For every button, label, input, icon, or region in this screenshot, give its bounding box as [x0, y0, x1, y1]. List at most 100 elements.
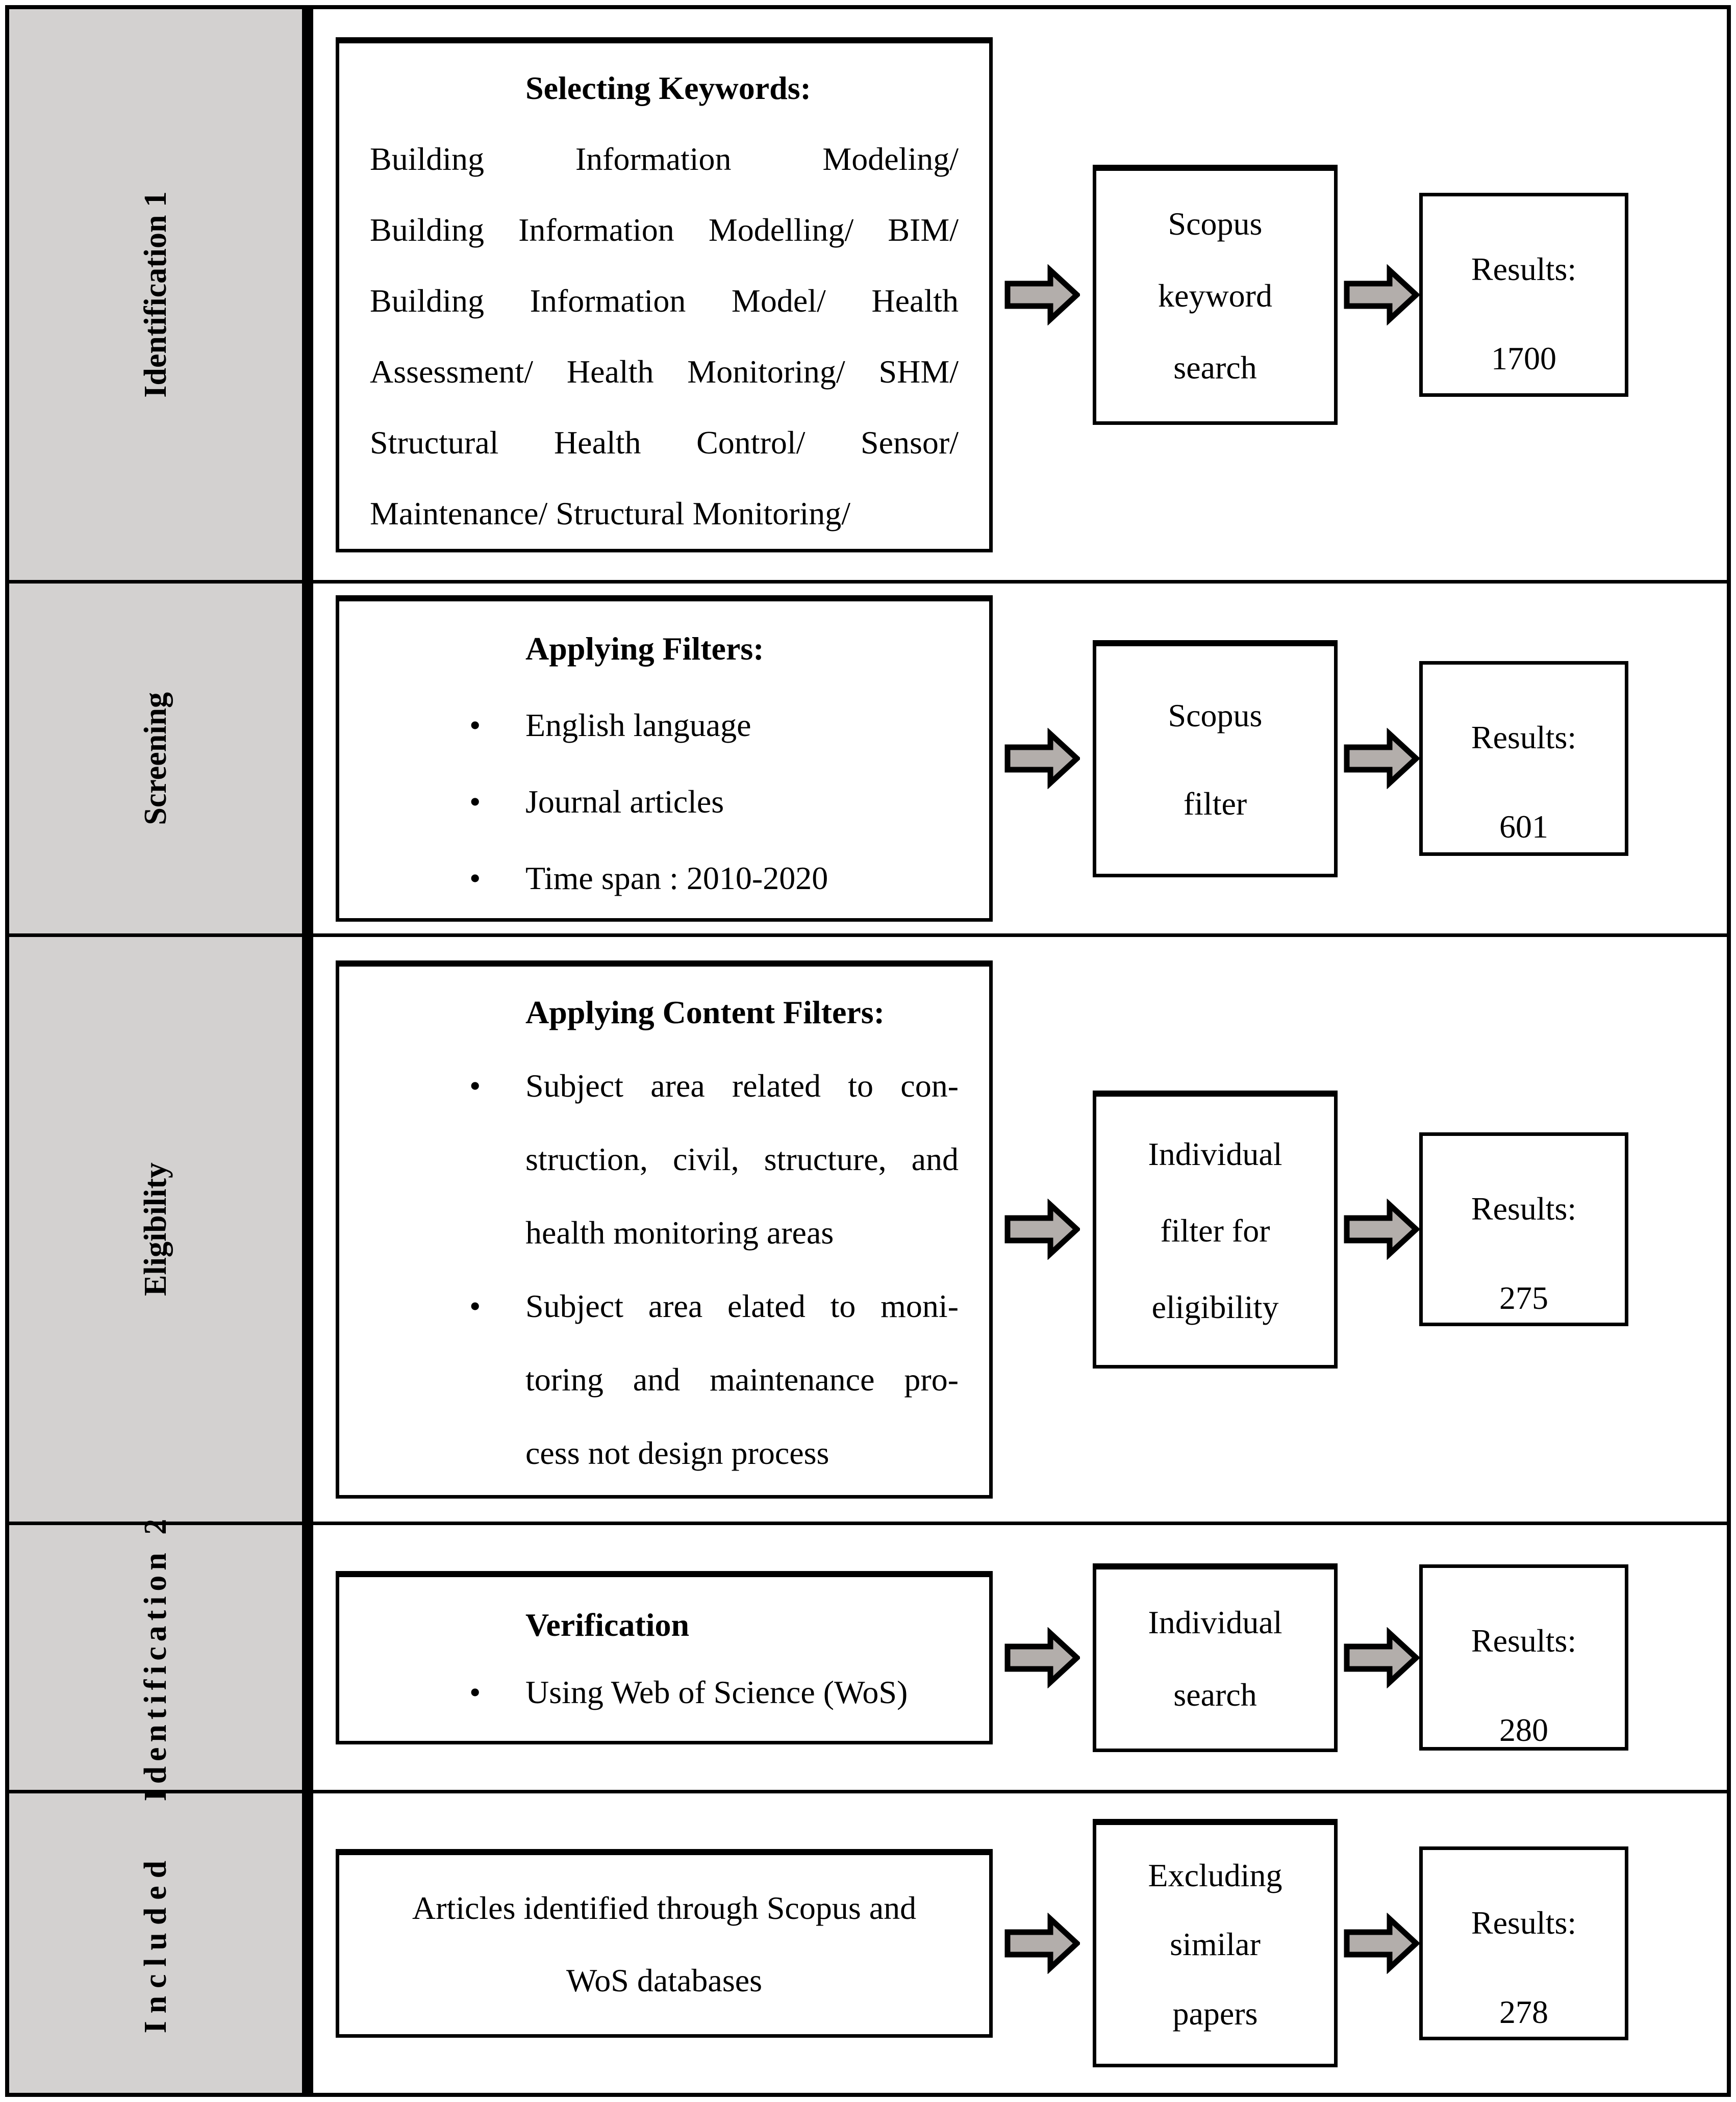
bullet-text-line: toring and maintenance pro-: [525, 1361, 959, 1398]
bullet-icon: •: [469, 783, 481, 820]
right-arrow-icon: [1344, 1199, 1419, 1260]
stage-label-identification-2: Identification 2: [138, 1513, 173, 1802]
process-line: Individual: [1148, 1135, 1282, 1172]
bullet-item: • English language: [370, 687, 959, 764]
results-value: 278: [1499, 1993, 1548, 2030]
process-line: search: [1173, 1676, 1257, 1713]
results-box: Results: 280: [1419, 1564, 1628, 1751]
row-content-eligibility: Applying Content Filters: • Subject area…: [313, 937, 1727, 1525]
stage-cell-included: Included: [9, 1793, 313, 2093]
bullet-text-line: health monitoring areas: [525, 1214, 834, 1251]
row-content-screening: Applying Filters: • English language • J…: [313, 584, 1727, 937]
bullet-text-line: struction, civil, structure, and: [525, 1141, 959, 1177]
results-label: Results:: [1471, 250, 1577, 287]
stage-label-screening: Screening: [138, 692, 173, 825]
bullet-text-line: cess not design process: [525, 1434, 829, 1471]
keywords-line: Maintenance/ Structural Monitoring/: [370, 495, 850, 531]
verification-box: Verification • Using Web of Science (WoS…: [336, 1571, 993, 1744]
bullet-text-line: Subject area related to con-: [525, 1067, 959, 1104]
box-title: Verification: [525, 1607, 690, 1643]
box-title: Applying Filters:: [525, 630, 764, 667]
right-arrow-icon: [1004, 264, 1080, 325]
stage-label-eligibility: Eligibility: [138, 1162, 173, 1296]
content-filters-box: Applying Content Filters: • Subject area…: [336, 960, 993, 1499]
process-box-individual-search: Individual search: [1093, 1563, 1338, 1752]
results-label: Results:: [1471, 719, 1577, 755]
stage-label-included: Included: [138, 1853, 173, 2034]
keywords-line: Building Information Modelling/ BIM/: [370, 211, 959, 248]
bullet-text: English language: [525, 707, 751, 743]
row-content-identification-2: Verification • Using Web of Science (WoS…: [313, 1525, 1727, 1793]
results-value: 275: [1499, 1280, 1548, 1316]
bullet-text: Subject area elated to moni- toring and …: [525, 1270, 959, 1490]
process-box-scopus-filter: Scopus filter: [1093, 640, 1338, 877]
stage-cell-identification-2: Identification 2: [9, 1514, 313, 1801]
process-line: filter: [1183, 786, 1247, 822]
keywords-line: Assessment/ Health Monitoring/ SHM/: [370, 353, 959, 390]
bullet-text: Time span : 2010-2020: [525, 860, 828, 896]
process-box-individual-filter: Individual filter for eligibility: [1093, 1090, 1338, 1369]
stage-cell-eligibility: Eligibility: [9, 937, 313, 1525]
results-value: 280: [1499, 1712, 1548, 1748]
results-box: Results: 601: [1419, 661, 1628, 856]
process-box-scopus-keyword-search: Scopus keyword search: [1093, 164, 1338, 425]
diagram-frame: Identification 1 Selecting Keywords: Bui…: [5, 5, 1731, 2097]
process-line: filter for: [1160, 1212, 1270, 1249]
box-title: Applying Content Filters:: [525, 994, 885, 1030]
bullet-text: Using Web of Science (WoS): [525, 1674, 908, 1710]
bullet-item: • Journal articles: [370, 764, 959, 840]
results-value: 1700: [1491, 340, 1556, 376]
bullet-item: • Using Web of Science (WoS): [370, 1674, 959, 1711]
bullet-icon: •: [469, 707, 481, 743]
results-label: Results:: [1471, 1623, 1577, 1659]
results-box: Results: 278: [1419, 1846, 1628, 2040]
bullet-icon: •: [469, 1067, 481, 1104]
process-line: Scopus: [1168, 205, 1263, 242]
process-line: papers: [1172, 1995, 1258, 2032]
included-articles-box: Articles identified through Scopus and W…: [336, 1848, 993, 2038]
bullet-icon: •: [469, 860, 481, 896]
bullet-text: Journal articles: [525, 783, 724, 820]
stage-cell-screening: Screening: [9, 584, 313, 937]
right-arrow-icon: [1004, 1199, 1080, 1260]
process-line: eligibility: [1151, 1288, 1279, 1325]
keywords-line: Building Information Modeling/: [370, 140, 959, 177]
bullet-item: • Time span : 2010-2020: [370, 840, 959, 917]
results-box: Results: 1700: [1419, 192, 1628, 397]
results-label: Results:: [1471, 1904, 1577, 1941]
right-arrow-icon: [1344, 1912, 1419, 1974]
process-line: Excluding: [1148, 1857, 1282, 1893]
bullet-text-line: Subject area elated to moni-: [525, 1287, 959, 1324]
bullet-item: • Subject area elated to moni- toring an…: [370, 1270, 959, 1490]
right-arrow-icon: [1344, 1627, 1419, 1688]
process-line: similar: [1170, 1926, 1261, 1962]
included-line: Articles identified through Scopus and: [412, 1890, 917, 1927]
process-line: Individual: [1148, 1604, 1282, 1641]
process-line: Scopus: [1168, 697, 1263, 733]
row-content-identification-1: Selecting Keywords: Building Information…: [313, 9, 1727, 584]
right-arrow-icon: [1344, 728, 1419, 789]
row-content-included: Articles identified through Scopus and W…: [313, 1793, 1727, 2093]
process-box-excluding-similar-papers: Excluding similar papers: [1093, 1819, 1338, 2067]
right-arrow-icon: [1344, 264, 1419, 325]
results-box: Results: 275: [1419, 1132, 1628, 1326]
filters-box: Applying Filters: • English language • J…: [336, 595, 993, 922]
results-value: 601: [1499, 808, 1548, 845]
included-line: WoS databases: [566, 1962, 763, 1998]
bullet-text: Subject area related to con- struction, …: [525, 1049, 959, 1270]
stage-label-identification-1: Identification 1: [138, 191, 173, 398]
process-line: keyword: [1158, 277, 1272, 314]
bullet-icon: •: [469, 1287, 481, 1324]
right-arrow-icon: [1004, 728, 1080, 789]
results-label: Results:: [1471, 1191, 1577, 1227]
process-line: search: [1173, 349, 1257, 386]
right-arrow-icon: [1004, 1627, 1080, 1688]
box-title: Selecting Keywords:: [525, 69, 811, 106]
bullet-item: • Subject area related to con- struction…: [370, 1049, 959, 1270]
right-arrow-icon: [1004, 1912, 1080, 1974]
bullet-icon: •: [469, 1674, 481, 1710]
keywords-box: Selecting Keywords: Building Information…: [336, 37, 993, 552]
keywords-line: Structural Health Control/ Sensor/: [370, 424, 959, 461]
stage-cell-identification-1: Identification 1: [9, 9, 313, 584]
